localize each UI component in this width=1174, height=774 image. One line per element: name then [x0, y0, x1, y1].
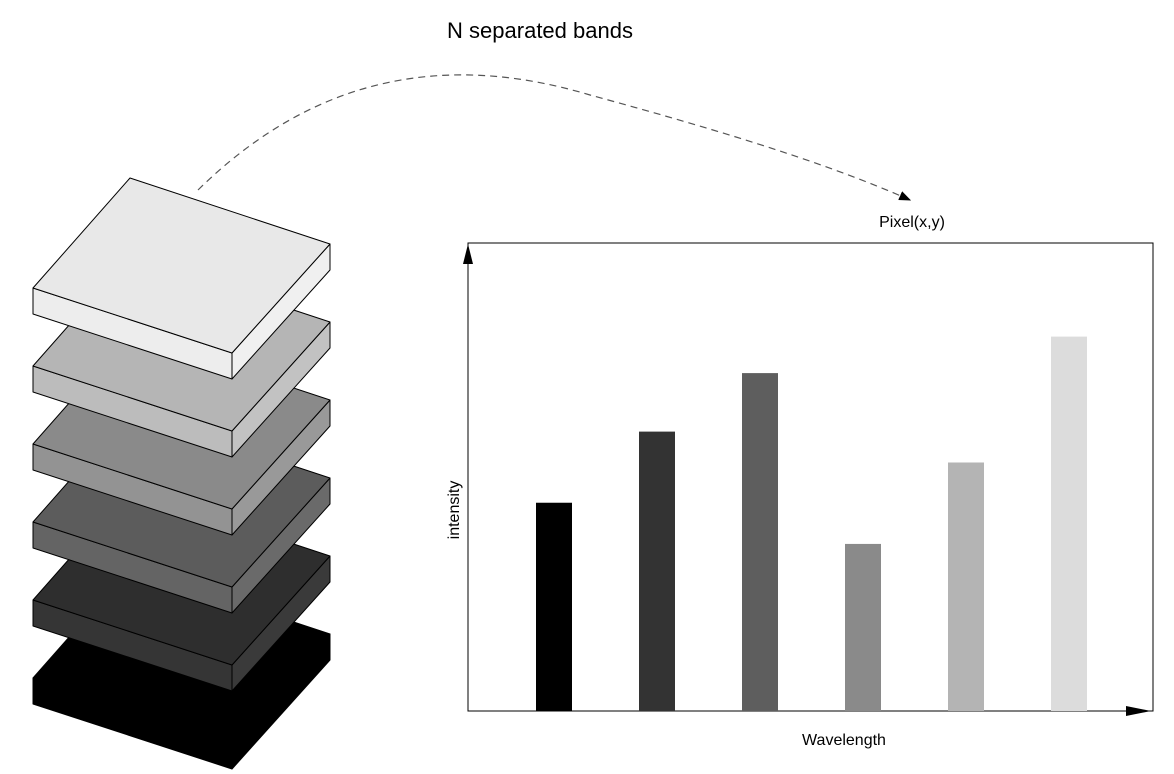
bar — [1051, 336, 1087, 711]
y-axis-label: intensity — [446, 481, 463, 540]
bar-series — [536, 336, 1087, 711]
bar — [536, 502, 572, 711]
diagram-title: N separated bands — [447, 18, 633, 43]
band-layer — [32, 177, 331, 380]
band-layer-top-face — [32, 177, 331, 354]
pixel-label: Pixel(x,y) — [879, 214, 945, 231]
bar — [845, 543, 881, 711]
pixel-link-arrow — [197, 74, 912, 201]
bar — [742, 373, 778, 711]
y-axis-arrowhead — [463, 244, 473, 264]
x-axis-label: Wavelength — [802, 732, 886, 749]
bar — [639, 431, 675, 711]
band-layer-stack — [32, 177, 331, 770]
x-axis-arrowhead — [1126, 706, 1151, 716]
bar — [948, 462, 984, 711]
